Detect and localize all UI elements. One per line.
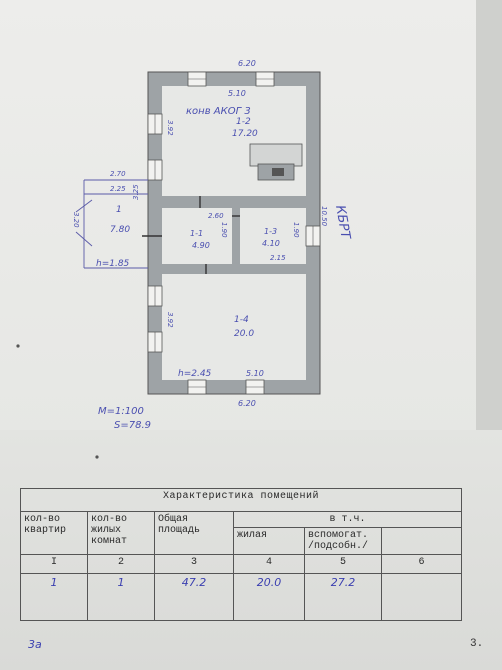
value-cell: 47.2 [154, 573, 234, 621]
col-including: в т.ч. жилая вспомогат. /подсобн./ [233, 511, 462, 555]
dim-top-inner: 5.10 [228, 89, 246, 98]
num-cell: 4 [233, 554, 305, 574]
page-mark-right: 3. [470, 638, 484, 650]
room-1-no: 1 [116, 205, 122, 215]
room-1-3-area: 4.10 [262, 239, 280, 248]
value-cell: 27.2 [304, 573, 382, 621]
num-cell: 2 [87, 554, 155, 574]
num-cell: I [20, 554, 88, 574]
room-1-area: 7.80 [110, 225, 130, 235]
height-vestibule: h=1.85 [96, 259, 130, 269]
stove [249, 143, 303, 181]
floor-plan: 6.20 5.10 5.10 6.20 10.50 3.92 3.92 2.60… [16, 59, 353, 459]
table-title: Характеристика помещений [20, 488, 462, 512]
col-sixth [382, 528, 461, 554]
dot-mark [95, 455, 99, 459]
dim-right-side: 10.50 [320, 206, 328, 227]
num-cell: 3 [154, 554, 234, 574]
page-mark-left: 3а [28, 638, 42, 651]
note-top: конв АКОГ 3 [186, 106, 251, 117]
dim-corridor-height: 1.90 [220, 222, 228, 238]
total-area-note: S=78.9 [114, 420, 151, 431]
value-cell [381, 573, 462, 621]
rooms-characteristics-table: Характеристика помещений кол-во квартир … [20, 488, 462, 621]
room-1-3-extra: 2.15 [270, 254, 286, 262]
dim-corridor-width: 2.60 [208, 212, 224, 220]
room-1-3-no: 1-3 [264, 227, 277, 236]
col-apartments: кол-во квартир [20, 511, 88, 555]
value-cell: 20.0 [233, 573, 305, 621]
dim-bottom-inner: 5.10 [246, 369, 264, 378]
dim-room3-height: 1.90 [292, 222, 300, 238]
value-cell: 1 [20, 573, 88, 621]
scale-note: M=1:100 [98, 406, 144, 417]
dim-room2-height: 3.92 [166, 120, 174, 136]
col-auxiliary: вспомогат. /подсобн./ [305, 528, 382, 554]
label-right: КБРТ [332, 204, 353, 241]
room-1-1-area: 4.90 [192, 241, 210, 250]
num-cell: 5 [304, 554, 382, 574]
col-living-area: жилая [234, 528, 305, 554]
room-1-1 [162, 208, 232, 264]
col-including-label: в т.ч. [234, 512, 461, 528]
room-1-1-no: 1-1 [190, 229, 203, 238]
dim-wall-height: 3.25 [132, 184, 140, 200]
room-1-2-no: 1-2 [236, 117, 251, 127]
dot-mark [16, 344, 20, 348]
dim-vest-height: 3.20 [72, 212, 80, 228]
col-living-rooms: кол-во жилых комнат [87, 511, 155, 555]
value-cell: 1 [87, 573, 155, 621]
dim-bottom-outer: 6.20 [238, 399, 256, 408]
dim-vest-width: 2.70 [110, 170, 126, 178]
room-1-4 [162, 274, 306, 380]
room-1-2-area: 17.20 [232, 129, 258, 139]
num-cell: 6 [381, 554, 462, 574]
dim-room4-height: 3.92 [166, 312, 174, 328]
room-1-3 [240, 208, 306, 264]
room-1-4-area: 20.0 [234, 329, 254, 339]
col-total-area: Общая площадь [154, 511, 234, 555]
dim-top-outer: 6.20 [238, 59, 256, 68]
height-main: h=2.45 [178, 369, 212, 379]
dim-vest-width-inner: 2.25 [110, 185, 126, 193]
room-1-4-no: 1-4 [234, 315, 249, 325]
